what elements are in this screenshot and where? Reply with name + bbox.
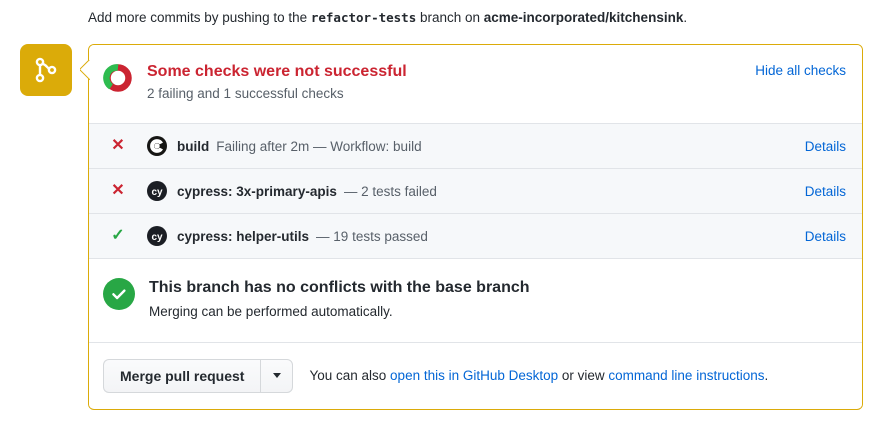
hide-all-checks-link[interactable]: Hide all checks: [755, 63, 846, 78]
merge-pull-request-button[interactable]: Merge pull request: [103, 358, 261, 393]
status-failure-icon: ✕: [111, 182, 125, 199]
conflict-subtitle: Merging can be performed automatically.: [149, 304, 393, 319]
footer-note: You can also open this in GitHub Desktop…: [309, 368, 768, 383]
footer-note-prefix: You can also: [309, 368, 391, 383]
merge-options-dropdown-button[interactable]: [260, 358, 294, 393]
success-check-circle-icon: [103, 278, 135, 310]
check-details-link[interactable]: Details: [804, 228, 846, 244]
push-hint-suffix: .: [683, 10, 688, 25]
merge-button-group: Merge pull request: [103, 358, 294, 393]
checks-donut-icon: [103, 63, 133, 93]
callout-notch: [80, 60, 90, 84]
conflict-texts: This branch has no conflicts with the ba…: [149, 277, 846, 322]
check-row[interactable]: ✓ cy cypress: helper-utils — 19 tests pa…: [89, 213, 862, 258]
checks-status-header: Some checks were not successful 2 failin…: [89, 45, 862, 123]
checks-list: ✕ build Failing after 2m — Workflow: bui…: [89, 123, 862, 258]
check-details-link[interactable]: Details: [804, 138, 846, 154]
cypress-avatar-icon: cy: [147, 181, 167, 201]
cypress-avatar-icon: cy: [147, 226, 167, 246]
chevron-down-icon: [272, 373, 281, 378]
merge-footer: Merge pull request You can also open thi…: [89, 342, 862, 408]
merge-status-box: Some checks were not successful 2 failin…: [88, 44, 863, 410]
svg-text:cy: cy: [151, 187, 163, 198]
git-branch-icon: [33, 56, 59, 84]
open-in-github-desktop-link[interactable]: open this in GitHub Desktop: [390, 368, 559, 383]
conflict-title: This branch has no conflicts with the ba…: [149, 279, 530, 296]
check-name: cypress: helper-utils: [177, 228, 310, 244]
status-success-icon: ✓: [111, 227, 125, 244]
status-failure-icon: ✕: [111, 137, 125, 154]
check-name: cypress: 3x-primary-apis: [177, 183, 337, 199]
command-line-instructions-link[interactable]: command line instructions: [608, 368, 765, 383]
check-description: — 2 tests failed: [343, 183, 437, 199]
merge-conflict-status: This branch has no conflicts with the ba…: [89, 258, 862, 342]
push-hint-prefix: Add more commits by pushing to the: [88, 10, 311, 25]
footer-note-suffix: .: [764, 368, 769, 383]
check-description: — 19 tests passed: [316, 228, 428, 244]
repository-name: acme-incorporated/kitchensink: [483, 10, 684, 25]
branch-badge: [20, 44, 72, 96]
circleci-avatar-icon: [147, 136, 167, 156]
checks-status-subtitle: 2 failing and 1 successful checks: [147, 86, 344, 101]
checks-status-texts: Some checks were not successful 2 failin…: [147, 61, 755, 104]
check-details-link[interactable]: Details: [804, 183, 846, 199]
push-commits-hint: Add more commits by pushing to the refac…: [88, 8, 687, 28]
check-description: Failing after 2m — Workflow: build: [216, 138, 422, 154]
branch-name: refactor-tests: [310, 10, 417, 25]
footer-note-middle: or view: [558, 368, 609, 383]
push-hint-middle: branch on: [416, 10, 484, 25]
check-row[interactable]: ✕ build Failing after 2m — Workflow: bui…: [89, 123, 862, 168]
check-row[interactable]: ✕ cy cypress: 3x-primary-apis — 2 tests …: [89, 168, 862, 213]
checks-status-title: Some checks were not successful: [147, 63, 407, 80]
check-name: build: [177, 138, 210, 154]
svg-text:cy: cy: [151, 232, 163, 243]
